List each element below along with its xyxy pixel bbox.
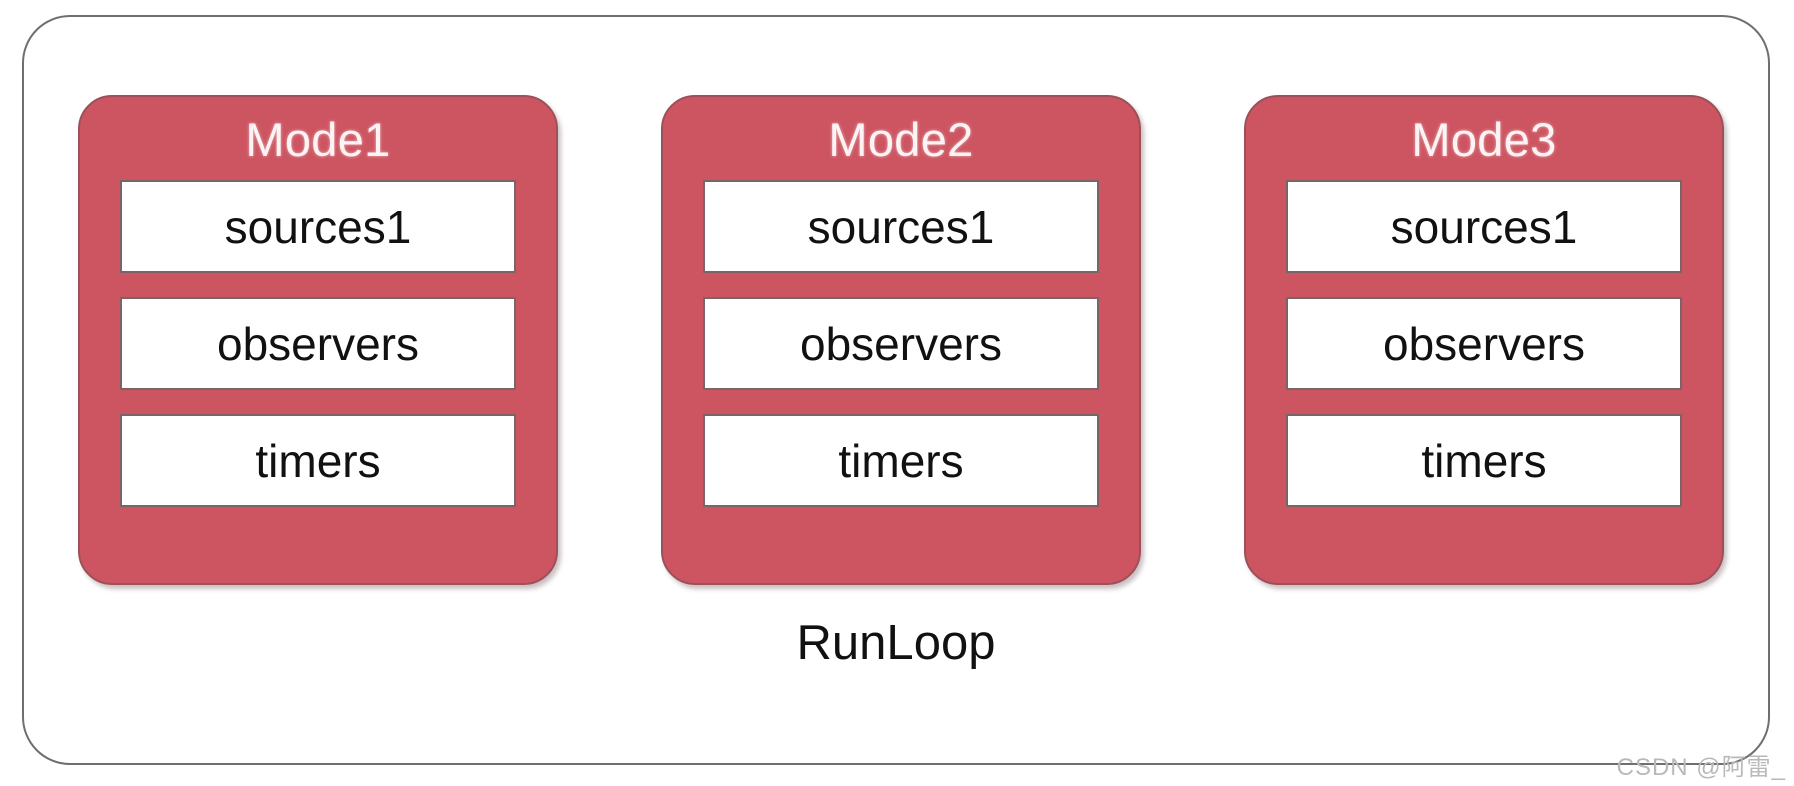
mode-card-1-item-sources[interactable]: sources1	[120, 180, 516, 274]
runloop-caption: RunLoop	[796, 616, 996, 670]
mode-card-3-item-observers[interactable]: observers	[1286, 297, 1682, 391]
mode-card-3[interactable]: Mode3 sources1 observers timers	[1244, 95, 1724, 585]
mode-card-2-title: Mode2	[828, 113, 974, 166]
mode-card-1-title: Mode1	[245, 113, 391, 166]
mode-card-1[interactable]: Mode1 sources1 observers timers	[78, 95, 558, 585]
mode-card-1-item-timers[interactable]: timers	[120, 414, 516, 508]
modes-row: Mode1 sources1 observers timers Mode2 so…	[78, 95, 1724, 585]
mode-card-2-item-sources[interactable]: sources1	[703, 180, 1099, 274]
mode-card-3-item-sources[interactable]: sources1	[1286, 180, 1682, 274]
mode-card-2-items: sources1 observers timers	[663, 180, 1139, 508]
mode-card-2-item-observers[interactable]: observers	[703, 297, 1099, 391]
runloop-container: Mode1 sources1 observers timers Mode2 so…	[22, 15, 1770, 765]
mode-card-2-item-timers[interactable]: timers	[703, 414, 1099, 508]
mode-card-3-items: sources1 observers timers	[1246, 180, 1722, 508]
watermark: CSDN @阿雷_	[1616, 754, 1786, 781]
mode-card-1-item-observers[interactable]: observers	[120, 297, 516, 391]
mode-card-1-items: sources1 observers timers	[80, 180, 556, 508]
mode-card-3-item-timers[interactable]: timers	[1286, 414, 1682, 508]
mode-card-2[interactable]: Mode2 sources1 observers timers	[661, 95, 1141, 585]
mode-card-3-title: Mode3	[1411, 113, 1557, 166]
